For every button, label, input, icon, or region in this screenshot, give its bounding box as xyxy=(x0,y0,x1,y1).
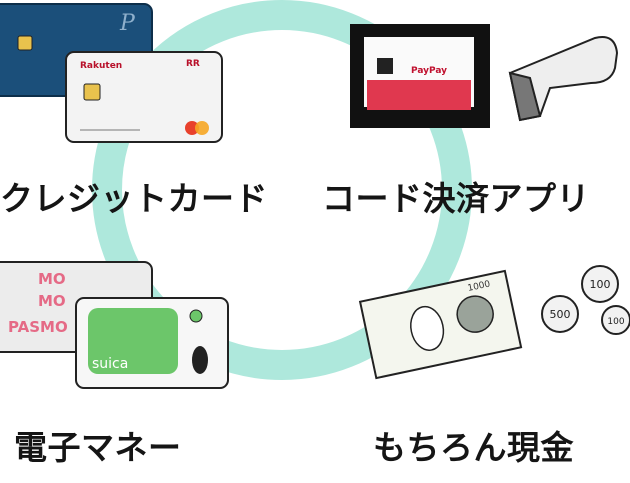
coin-500: 500 xyxy=(541,295,579,333)
svg-text:500: 500 xyxy=(550,308,571,321)
svg-text:100: 100 xyxy=(607,317,624,327)
pasmo-brand-text: PASMO xyxy=(8,318,68,336)
premium-card-logo: P xyxy=(119,11,136,36)
mastercard-red-icon xyxy=(185,121,199,135)
credit-card-label: クレジットカード xyxy=(0,179,268,218)
cash-label: もちろん現金 xyxy=(373,428,574,467)
premium-card-chip xyxy=(17,35,33,51)
barcode-scanner xyxy=(508,36,619,122)
pasmo-mo-text-2: MO xyxy=(38,292,66,310)
mastercard-yellow-icon xyxy=(195,121,209,135)
qr-code xyxy=(377,58,393,74)
paypay-brand-text: PayPay xyxy=(411,66,447,76)
cash-illustration: 1000 100 500 100 xyxy=(358,265,630,380)
credit-card-illustration: P Rakuten RR xyxy=(0,3,223,143)
suica-brand-text: suica xyxy=(92,356,128,372)
e-money-illustration: MO MO PASMO suica xyxy=(0,261,229,389)
rakuten-brand-text: Rakuten xyxy=(80,61,122,71)
coin-100-b: 100 xyxy=(601,305,630,335)
rakuten-card-chip xyxy=(83,83,101,101)
portrait xyxy=(456,295,494,333)
code-payment-label: コード決済アプリ xyxy=(322,179,590,218)
suica-green-panel xyxy=(88,308,178,374)
rakuten-rr-mark: RR xyxy=(186,59,200,69)
pasmo-mo-text-1: MO xyxy=(38,270,66,288)
coin-100-a: 100 xyxy=(581,265,619,303)
paypay-stand xyxy=(367,80,471,110)
e-money-label: 電子マネー xyxy=(14,428,182,467)
svg-text:100: 100 xyxy=(590,278,611,291)
suica-c-icon xyxy=(189,309,203,323)
bill-value-text: 1000 xyxy=(467,279,492,294)
penguin-icon xyxy=(192,346,208,374)
rakuten-card xyxy=(65,51,223,143)
code-payment-illustration: PayPay xyxy=(350,24,619,128)
banknote: 1000 xyxy=(358,269,523,380)
